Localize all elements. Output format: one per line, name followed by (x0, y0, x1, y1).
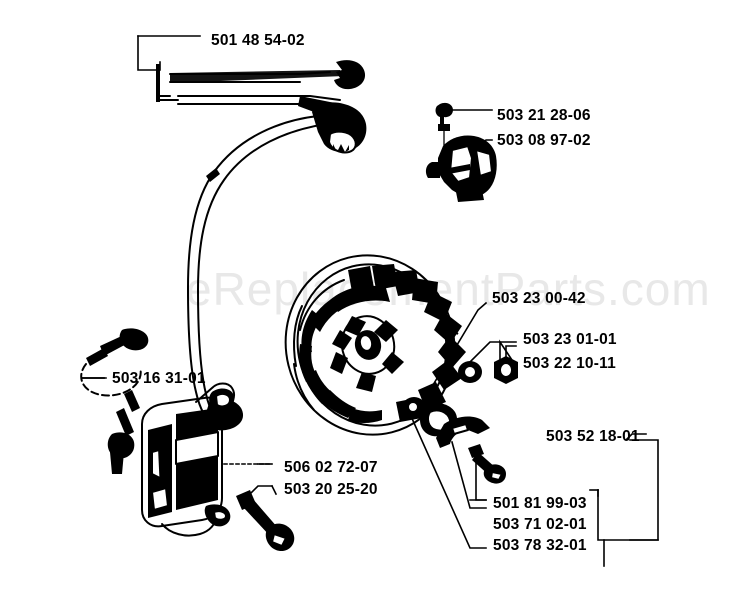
label-clip-plate: 503 71 02-01 (493, 516, 587, 533)
part-flywheel-washer (458, 341, 517, 383)
part-retaining-clip-plate (436, 416, 490, 509)
part-ground-lead-wire (80, 328, 149, 474)
label-clip-screw: 501 81 99-03 (493, 495, 587, 512)
label-ground-wire: 503 16 31-01 (112, 370, 206, 387)
part-starter-pawl-leader (408, 412, 487, 549)
label-screw-switch: 503 21 28-06 (497, 107, 591, 124)
part-flywheel-nut (494, 339, 518, 384)
label-module-screw: 503 20 25-20 (284, 481, 378, 498)
label-pawl: 503 78 32-01 (493, 537, 587, 554)
label-lead-wire: 501 48 54-02 (211, 32, 305, 49)
label-kit-bracket: 503 52 18-01 (546, 428, 640, 445)
part-flywheel-rotor (284, 254, 488, 437)
label-nut: 503 22 10-11 (523, 355, 616, 372)
label-ignition-module: 506 02 72-07 (284, 459, 378, 476)
label-flywheel: 503 23 00-42 (492, 290, 586, 307)
kit-grouping-bracket (589, 433, 659, 567)
part-ignition-coil-module (141, 382, 273, 537)
part-coil-mounting-screw (236, 484, 295, 552)
part-stop-switch-assembly (425, 102, 497, 202)
label-stop-switch: 503 08 97-02 (497, 132, 591, 149)
part-high-tension-lead (137, 35, 367, 431)
label-washer: 503 23 01-01 (523, 331, 617, 348)
part-pawl-screw (468, 444, 506, 501)
